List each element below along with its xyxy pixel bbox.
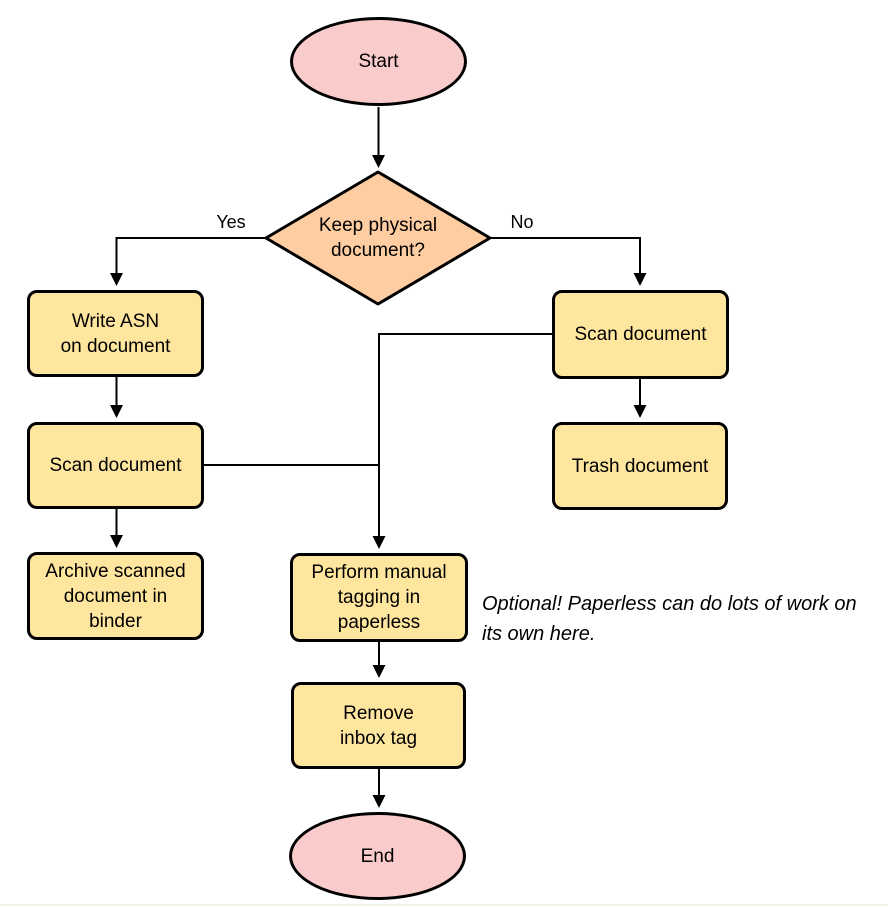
node-write-asn-label: Write ASN on document	[60, 310, 171, 357]
node-archive: Archive scanned document in binder	[27, 552, 204, 640]
node-remove-inbox: Remove inbox tag	[291, 682, 466, 769]
annotation-optional-note: Optional! Paperless can do lots of work …	[482, 593, 857, 645]
node-end-label: End	[360, 845, 395, 867]
node-decision-label: Keep physical document?	[266, 172, 490, 304]
node-trash: Trash document	[552, 422, 728, 510]
page-bottom-edge	[0, 904, 888, 906]
node-write-asn: Write ASN on document	[27, 290, 204, 377]
node-archive-label: Archive scanned document in binder	[45, 560, 186, 632]
node-start-label: Start	[358, 51, 399, 72]
node-trash-label: Trash document	[571, 455, 709, 477]
node-scan-right: Scan document	[552, 290, 729, 379]
edge-label-no: No	[490, 211, 554, 233]
node-tagging-label: Perform manual tagging in paperless	[311, 562, 447, 633]
edge-scan-right-to-tagging	[372, 333, 552, 549]
node-remove-inbox-label: Remove inbox tag	[339, 702, 418, 749]
node-scan-left: Scan document	[27, 422, 204, 509]
node-scan-left-label: Scan document	[49, 455, 182, 476]
decision-text: Keep physical document?	[318, 215, 438, 261]
node-end: End	[289, 812, 466, 900]
node-start: Start	[290, 17, 467, 106]
edge-label-yes: Yes	[199, 211, 263, 233]
decision-diamond-shape	[264, 170, 492, 306]
node-tagging: Perform manual tagging in paperless	[290, 553, 468, 642]
edge-decision-yes-to-write-asn	[110, 237, 266, 286]
node-scan-right-label: Scan document	[574, 324, 707, 345]
edge-decision-no-to-scan-right	[490, 237, 647, 286]
